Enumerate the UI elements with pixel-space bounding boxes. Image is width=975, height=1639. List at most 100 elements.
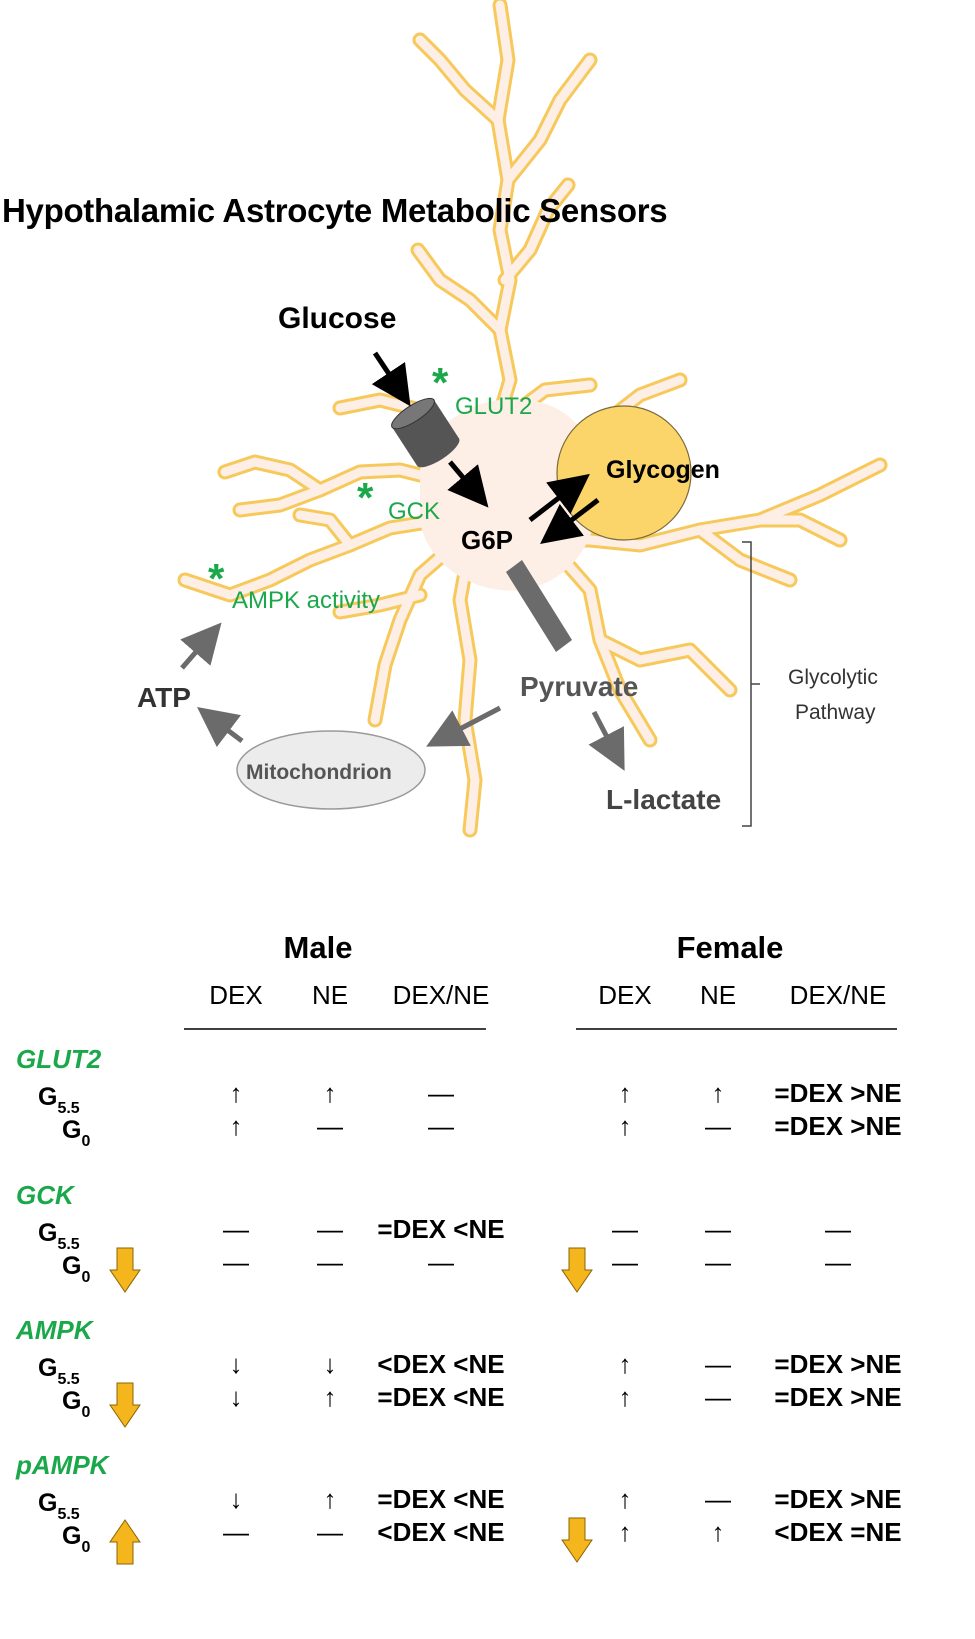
table-cell: ↑	[619, 1111, 632, 1141]
table-cell: ↑	[230, 1078, 243, 1108]
table-cell: =DEX >NE	[774, 1349, 901, 1379]
table-cell: =DEX >NE	[774, 1078, 901, 1108]
table-cell: —	[705, 1484, 731, 1514]
table-cell: —	[223, 1517, 249, 1547]
glucose-condition-label: G0	[62, 1522, 90, 1556]
glucose-subscript: 5.5	[57, 1506, 79, 1523]
glucose-condition-label: G0	[62, 1116, 90, 1150]
table-cell: =DEX >NE	[774, 1382, 901, 1412]
table-cell: —	[705, 1247, 731, 1277]
table-cell: ↑	[619, 1078, 632, 1108]
trend-up-arrow-icon	[109, 1519, 141, 1565]
table-cell: —	[317, 1111, 343, 1141]
glycogen-label: Glycogen	[606, 456, 720, 484]
glycolytic-label-line2: Pathway	[795, 701, 876, 724]
glucose-label: Glucose	[278, 302, 396, 335]
glucose-subscript: 0	[81, 1133, 90, 1150]
table-cell: —	[612, 1214, 638, 1244]
table-cell: —	[317, 1517, 343, 1547]
glucose-condition-label: G0	[62, 1252, 90, 1286]
glycolytic-bracket	[742, 541, 752, 827]
table-cell: —	[825, 1247, 851, 1277]
column-header-dex-ne: DEX/NE	[393, 980, 490, 1010]
row-label-pampk: pAMPK	[15, 1450, 111, 1480]
mitochondrion	[236, 730, 426, 810]
column-header-dex: DEX	[598, 980, 651, 1010]
table-cell: —	[317, 1214, 343, 1244]
table-cell: <DEX =NE	[774, 1517, 901, 1547]
trend-down-arrow-icon	[561, 1247, 593, 1293]
glut2-asterisk: *	[432, 359, 449, 406]
table-cell: —	[223, 1214, 249, 1244]
table-cell: =DEX <NE	[377, 1382, 504, 1412]
mitochondrion-to-atp-arrow	[197, 706, 244, 748]
row-label-gck: GCK	[16, 1180, 76, 1210]
gck-asterisk: *	[357, 474, 374, 521]
glycogen-to-g6p-arrow	[540, 498, 600, 545]
table-cell: —	[428, 1111, 454, 1141]
glucose-subscript: 5.5	[57, 1236, 79, 1253]
glut2-label: GLUT2	[455, 393, 532, 420]
table-cell: ↑	[324, 1078, 337, 1108]
glucose-condition-label: G0	[62, 1387, 90, 1421]
glucose-arrow	[371, 351, 411, 407]
table-cell: =DEX <NE	[377, 1484, 504, 1514]
pyruvate-to-lactate-arrow	[588, 710, 625, 771]
table-cell: ↑	[619, 1349, 632, 1379]
group-header-male: Male	[284, 930, 353, 965]
column-header-ne: NE	[700, 980, 736, 1010]
column-header-dex: DEX	[209, 980, 262, 1010]
glycolysis-bar	[506, 560, 572, 652]
atp-to-ampk-arrow	[180, 622, 222, 670]
trend-down-arrow-icon	[561, 1517, 593, 1563]
glucose-condition-label: G5.5	[38, 1219, 80, 1253]
row-label-ampk: AMPK	[15, 1315, 95, 1345]
table-cell: —	[223, 1247, 249, 1277]
glucose-subscript: 5.5	[57, 1371, 79, 1388]
trend-down-arrow-icon	[109, 1247, 141, 1293]
g6p-to-glycogen-arrow	[528, 473, 590, 522]
ampk-activity-label: AMPK activity	[232, 587, 380, 614]
table-cell: —	[428, 1247, 454, 1277]
pyruvate-to-mitochondrion-arrow	[426, 705, 502, 747]
figure-title: Hypothalamic Astrocyte Metabolic Sensors	[2, 192, 667, 229]
gck-label: GCK	[388, 498, 440, 525]
column-header-ne: NE	[312, 980, 348, 1010]
table-cell: —	[705, 1111, 731, 1141]
table-cell: =DEX <NE	[377, 1214, 504, 1244]
row-label-glut2: GLUT2	[16, 1044, 102, 1074]
table-cell: =DEX >NE	[774, 1484, 901, 1514]
astrocyte-cell	[177, 0, 888, 838]
glucose-condition-label: G5.5	[38, 1354, 80, 1388]
table-cell: ↑	[324, 1484, 337, 1514]
atp-label: ATP	[137, 682, 191, 713]
glucose-subscript: 0	[81, 1539, 90, 1556]
group-header-female: Female	[677, 930, 784, 965]
glucose-subscript: 0	[81, 1269, 90, 1286]
pyruvate-label: Pyruvate	[520, 671, 638, 702]
glucose-subscript: 5.5	[57, 1100, 79, 1117]
table-cell: ↓	[324, 1349, 337, 1379]
table-cell: =DEX >NE	[774, 1111, 901, 1141]
glucose-condition-label: G5.5	[38, 1083, 80, 1117]
mitochondrion-label: Mitochondrion	[246, 761, 392, 784]
glucose-subscript: 0	[81, 1404, 90, 1421]
trend-down-arrow-icon	[109, 1382, 141, 1428]
glycolytic-label-line1: Glycolytic	[788, 666, 878, 689]
llactate-label: L-lactate	[606, 784, 721, 815]
table-cell: ↑	[712, 1517, 725, 1547]
glucose-condition-label: G5.5	[38, 1489, 80, 1523]
table-cell: ↑	[230, 1111, 243, 1141]
table-cell: ↑	[619, 1484, 632, 1514]
table-cell: ↓	[230, 1382, 243, 1412]
table-cell: —	[825, 1214, 851, 1244]
glut2-transporter-icon	[391, 397, 460, 468]
table-cell: —	[705, 1382, 731, 1412]
table-cell: ↑	[619, 1517, 632, 1547]
table-cell: ↓	[230, 1349, 243, 1379]
table-cell: —	[612, 1247, 638, 1277]
table-cell: <DEX <NE	[377, 1517, 504, 1547]
table-cell: ↓	[230, 1484, 243, 1514]
